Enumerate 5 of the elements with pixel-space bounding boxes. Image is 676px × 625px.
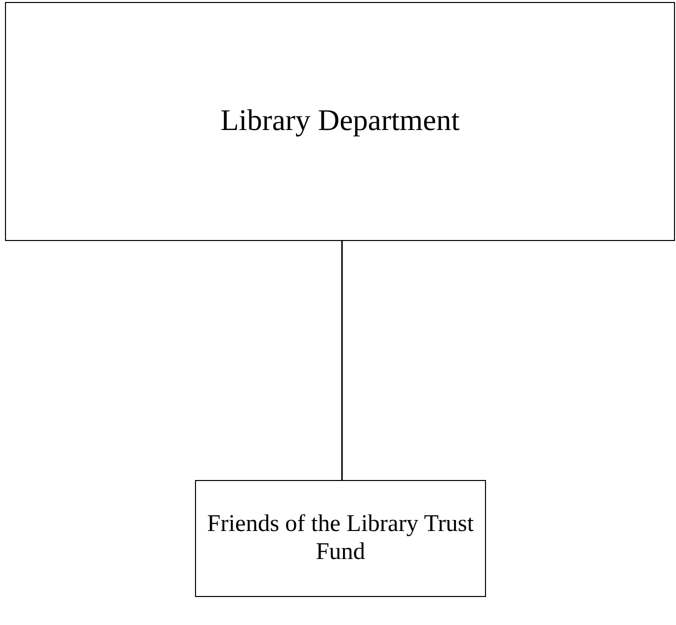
node-label: Friends of the Library Trust Fund	[206, 510, 475, 566]
connector-line	[341, 241, 343, 480]
org-box	[195, 480, 486, 597]
node-label: Library Department	[220, 104, 460, 139]
org-box	[5, 2, 675, 241]
